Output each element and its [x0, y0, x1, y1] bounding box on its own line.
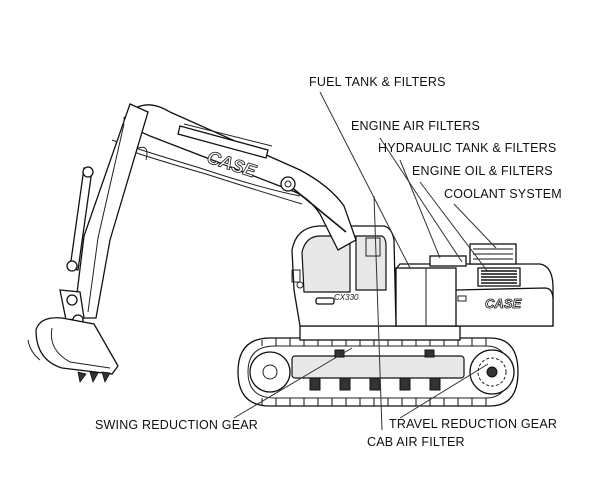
front-attachment: CASE — [27, 103, 357, 384]
bucket-teeth — [77, 371, 111, 384]
undercarriage — [237, 325, 519, 407]
model-badge: CX330 — [334, 293, 359, 302]
track-rollers — [309, 349, 441, 391]
arm-cylinder — [177, 125, 269, 159]
label-fuel-tank: FUEL TANK & FILTERS — [309, 75, 446, 89]
swing-gear-leader — [233, 347, 353, 419]
boom-cylinder — [289, 185, 347, 233]
label-travel-reduction-gear: TRAVEL REDUCTION GEAR — [389, 417, 557, 431]
track-frame — [291, 355, 465, 379]
label-swing-reduction-gear: SWING REDUCTION GEAR — [95, 418, 258, 432]
callout-labels: FUEL TANK & FILTERS ENGINE AIR FILTERS H… — [95, 75, 562, 449]
hydraulic-tank — [429, 255, 467, 267]
front-idler — [249, 351, 291, 393]
fuel-tank-leader — [319, 91, 411, 269]
travel-gear-leader — [399, 363, 489, 419]
cab-door-handle — [315, 297, 335, 305]
hydraulic-tank-leader — [399, 159, 441, 259]
body-brand-logo: CASE — [485, 296, 521, 311]
bucket — [35, 317, 119, 375]
engine-air-leader — [379, 137, 463, 263]
upper-structure: CASE CX330 — [291, 225, 554, 327]
arm-stick — [73, 103, 149, 319]
label-cab-air-filter: CAB AIR FILTER — [367, 435, 465, 449]
label-coolant-system: COOLANT SYSTEM — [444, 187, 562, 201]
coolant-leader — [453, 203, 497, 249]
counterweight — [454, 287, 554, 327]
radiator-slats — [473, 248, 513, 260]
engine-oil-leader — [419, 181, 489, 273]
cab-air-leader — [373, 195, 383, 431]
callout-lines — [233, 91, 497, 431]
label-hydraulic-tank: HYDRAULIC TANK & FILTERS — [378, 141, 556, 155]
cab-side-window — [355, 235, 387, 291]
label-engine-air-filters: ENGINE AIR FILTERS — [351, 119, 480, 133]
swing-bearing — [299, 325, 461, 341]
label-engine-oil: ENGINE OIL & FILTERS — [412, 164, 553, 178]
